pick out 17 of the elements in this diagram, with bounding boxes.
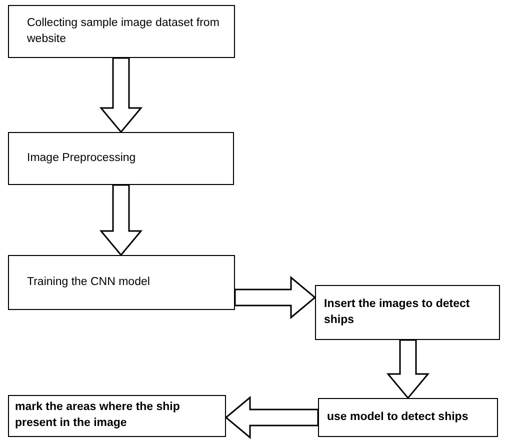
block-arrow [99, 57, 143, 134]
process-box [8, 5, 235, 58]
process-box [8, 132, 234, 185]
box-text: Insert the images to detect ships [324, 296, 471, 328]
process-box [315, 285, 500, 340]
block-arrow [224, 396, 319, 439]
box-text: use model to detect ships [327, 410, 468, 425]
box-text: Training the CNN model [27, 274, 150, 290]
block-arrow [234, 276, 316, 320]
box-text: mark the areas where the ship present in the image [15, 400, 181, 431]
process-box [8, 255, 235, 310]
block-arrow [99, 184, 143, 256]
block-arrow [386, 339, 430, 400]
process-box [318, 398, 498, 437]
process-box [8, 395, 226, 437]
box-text: Collecting sample image dataset from website [27, 16, 220, 46]
box-text: Image Preprocessing [27, 150, 136, 166]
